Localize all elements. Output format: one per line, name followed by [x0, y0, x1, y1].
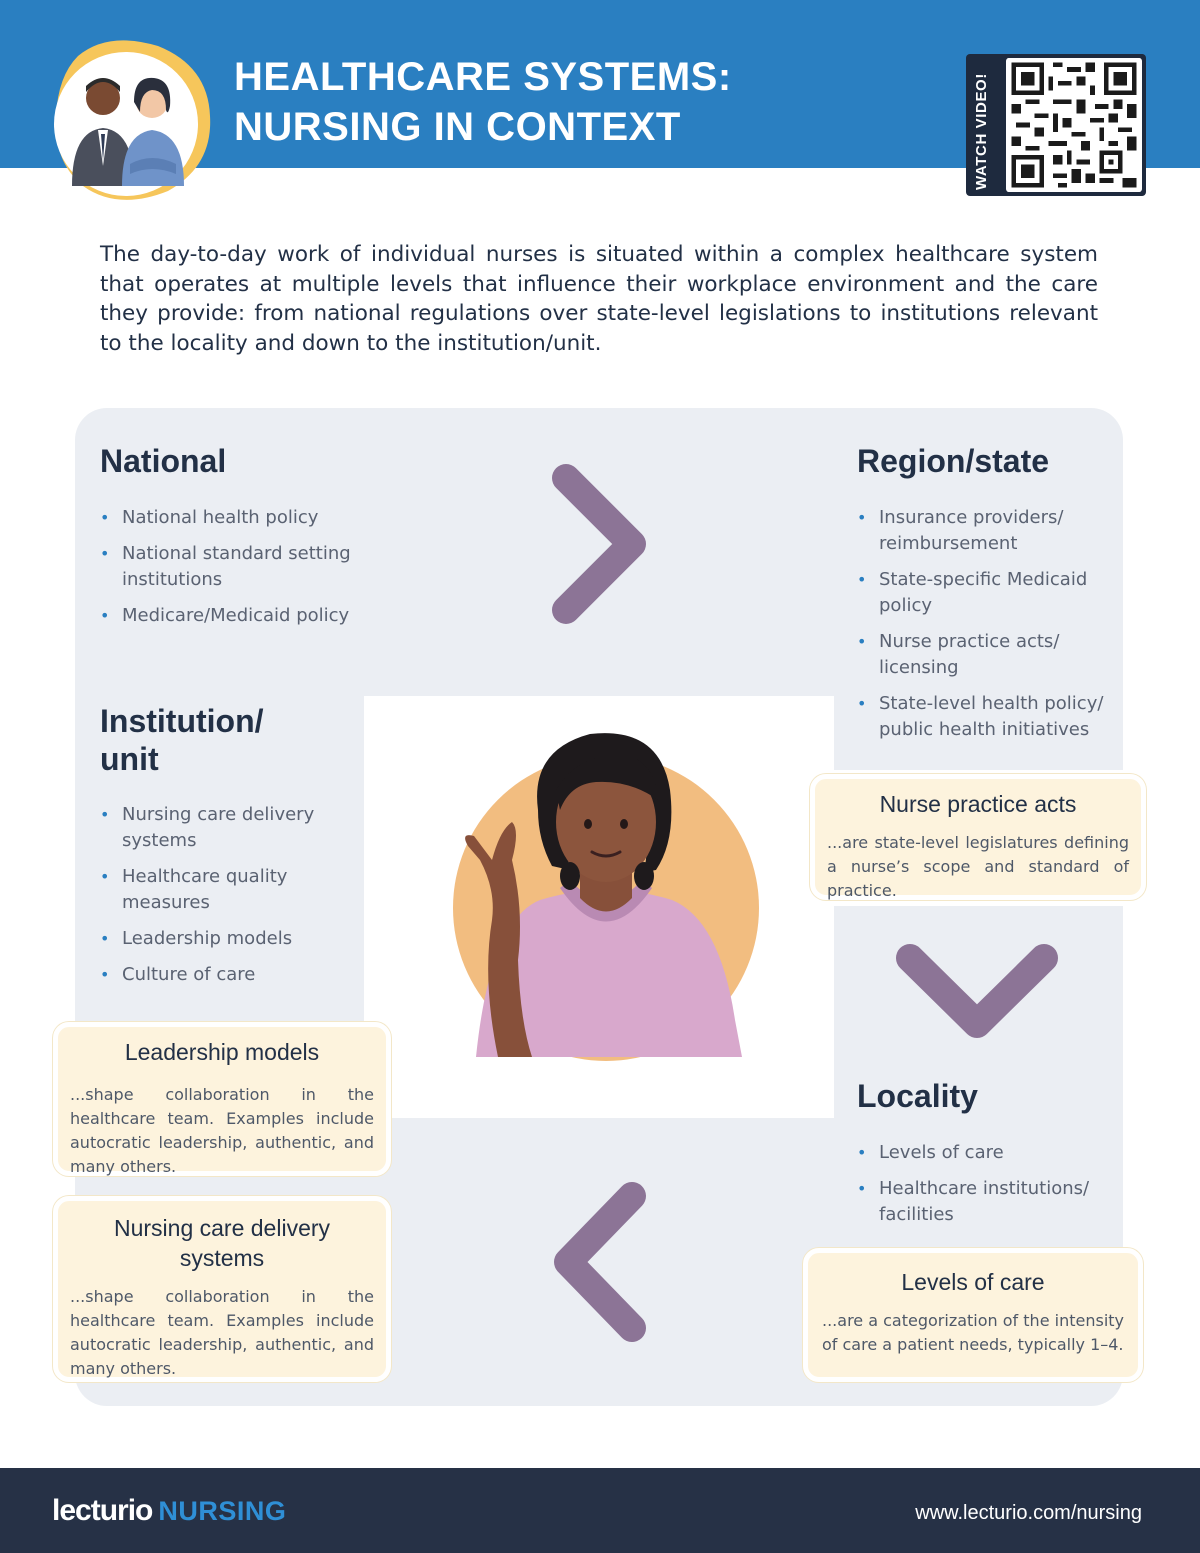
chevron-down-icon — [896, 944, 1058, 1038]
section-title-locality: Locality — [857, 1078, 978, 1114]
national-list: National health policy National standard… — [100, 505, 360, 639]
callout-body: ...are state-level legislatures defining… — [827, 833, 1129, 900]
qr-code-image[interactable] — [1006, 58, 1142, 192]
list-item: Insurance providers/ reimbursement — [857, 505, 1107, 557]
nurse-illustration — [453, 733, 759, 1061]
locality-list: Levels of care Healthcare institutions/ … — [857, 1140, 1107, 1238]
callout-nursing-care-delivery: Nursing care delivery systems ...shape c… — [53, 1196, 391, 1382]
callout-body: ...are a categorization of the intensity… — [822, 1311, 1124, 1354]
callout-body: ...shape collaboration in the healthcare… — [70, 1085, 374, 1176]
callout-body: ...shape collaboration in the healthcare… — [70, 1287, 374, 1378]
callout-title: Leadership models — [124, 1039, 320, 1065]
list-item: Culture of care — [100, 962, 350, 988]
callout-title: Nursing care delivery systems — [113, 1215, 331, 1271]
list-item: Leadership models — [100, 926, 350, 952]
footer-bar — [0, 1468, 1200, 1553]
callout-title: Levels of care — [901, 1269, 1045, 1295]
chevron-left-icon — [554, 1182, 646, 1342]
list-item: Nursing care delivery systems — [100, 802, 350, 854]
section-title-national: National — [100, 443, 227, 479]
list-item: Medicare/Medicaid policy — [100, 603, 360, 629]
intro-paragraph: The day-to-day work of individual nurses… — [100, 242, 1098, 356]
region-list: Insurance providers/ reimbursement State… — [857, 505, 1107, 753]
callout-nurse-practice-acts: Nurse practice acts ...are state-level l… — [810, 774, 1146, 900]
list-item: Levels of care — [857, 1140, 1107, 1166]
list-item: State-level health policy/ public health… — [857, 691, 1107, 743]
callout-levels-of-care: Levels of care ...are a categorization o… — [803, 1248, 1143, 1382]
list-item: Healthcare institutions/ facilities — [857, 1176, 1107, 1228]
footer-url-link[interactable]: www.lecturio.com/nursing — [915, 1502, 1142, 1524]
list-item: Healthcare quality measures — [100, 864, 350, 916]
section-title-region: Region/state — [857, 443, 1050, 479]
list-item: National standard setting institutions — [100, 541, 360, 593]
chevron-right-icon — [552, 464, 646, 624]
doctors-illustration — [54, 40, 211, 200]
callout-leadership-models: Leadership models ...shape collaboration… — [53, 1022, 391, 1176]
list-item: Nurse practice acts/ licensing — [857, 629, 1107, 681]
institution-list: Nursing care delivery systems Healthcare… — [100, 802, 350, 998]
callout-title: Nurse practice acts — [879, 791, 1077, 817]
qr-label: WATCH VIDEO! — [973, 73, 990, 190]
section-title-institution: Institution/ unit — [100, 703, 264, 777]
page-title: HEALTHCARE SYSTEMS: NURSING IN CONTEXT — [234, 55, 732, 149]
list-item: State-specific Medicaid policy — [857, 567, 1107, 619]
list-item: National health policy — [100, 505, 360, 531]
